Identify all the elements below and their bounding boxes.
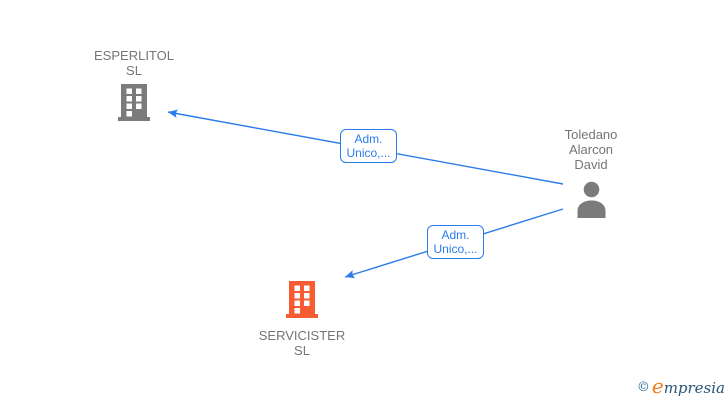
node-toledano[interactable]: Toledano Alarcon David [551, 127, 631, 221]
node-toledano-label: Toledano Alarcon David [564, 127, 618, 172]
empresia-logo[interactable]: ©empresia [637, 374, 725, 398]
copyright-icon: © [636, 380, 650, 395]
node-esperlitol-label: ESPERLITOL SL [94, 48, 174, 78]
brand-initial: e [651, 374, 664, 398]
edge-label-adm-unico-esperlitol[interactable]: Adm. Unico,... [340, 129, 397, 163]
person-icon[interactable] [574, 180, 609, 221]
edge-label-adm-unico-servicister[interactable]: Adm. Unico,... [427, 225, 484, 259]
node-esperlitol[interactable]: ESPERLITOL SL [89, 48, 179, 125]
building-icon[interactable] [117, 84, 151, 125]
brand-name: mpresia [663, 379, 725, 397]
node-servicister[interactable]: SERVICISTER SL [257, 281, 347, 358]
building-icon[interactable] [285, 281, 319, 322]
node-servicister-label: SERVICISTER SL [258, 328, 346, 358]
